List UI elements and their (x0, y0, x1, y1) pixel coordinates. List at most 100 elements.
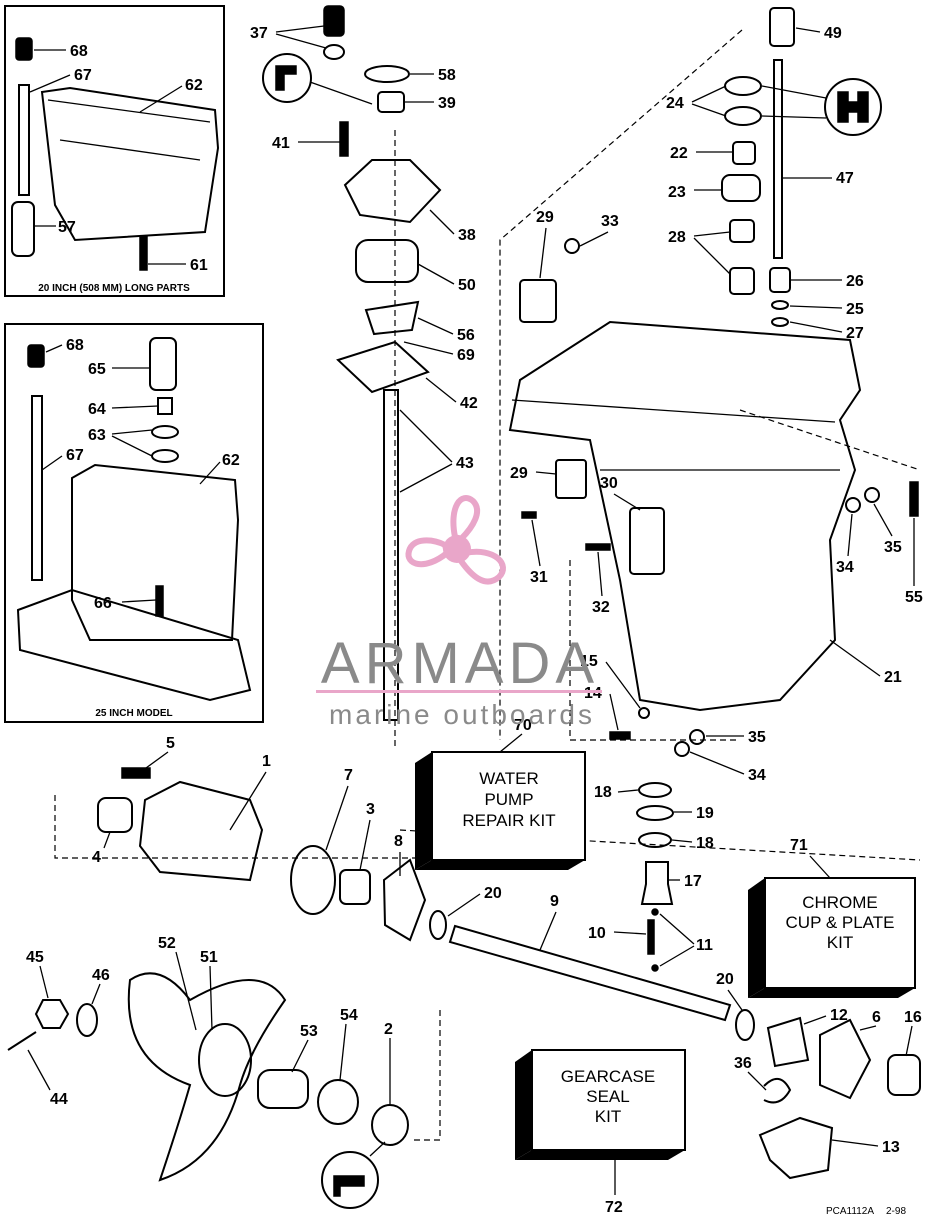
screw-5-icon (121, 767, 151, 779)
callout-39: 39 (438, 95, 456, 112)
inset-long-parts-frame (4, 5, 225, 297)
callout-36: 36 (734, 1055, 752, 1072)
plate-42-icon (336, 340, 430, 394)
washer-15-icon (638, 707, 650, 719)
water-pump-assembly (262, 5, 442, 721)
sealant-symbol-icon (262, 53, 312, 103)
shift-cradle-13-icon (758, 1116, 834, 1180)
gearcase-21-icon (508, 320, 862, 712)
chrome-kit-line-2: CUP & PLATE (786, 913, 895, 932)
impeller-cup-50-icon (355, 239, 419, 283)
callout-33: 33 (601, 213, 619, 230)
washer-20b-icon (735, 1009, 755, 1041)
gearcase-kit-line-2: SEAL (586, 1087, 629, 1106)
fitting-68-icon (15, 37, 33, 61)
callout-42: 42 (460, 395, 478, 412)
anode-29b-icon (555, 459, 587, 499)
washer-27-icon (771, 317, 789, 327)
sealant-symbol-icon (321, 1151, 379, 1209)
grommet-37-icon (323, 44, 345, 60)
lower-drivetrain (97, 767, 921, 1180)
callout-61: 61 (190, 257, 208, 274)
callout-35b: 35 (748, 729, 766, 746)
callout-14: 14 (584, 685, 602, 702)
callout-51: 51 (200, 949, 218, 966)
callout-34b: 34 (748, 767, 766, 784)
watermark-tagline: marine outboards (329, 699, 595, 730)
gear-8-icon (382, 858, 427, 942)
adapter-base-icon (16, 588, 252, 702)
seal-35a-icon (864, 487, 880, 503)
callout-leaders (27, 25, 915, 1147)
washer-25-icon (771, 300, 789, 310)
water-tube-67-icon (31, 395, 43, 581)
screw-66-icon (155, 585, 164, 617)
washer-18b-icon (638, 832, 672, 848)
callout-67: 67 (74, 67, 92, 84)
connector-49-icon (769, 7, 795, 47)
logo-hub (443, 535, 471, 563)
callout-70: 70 (514, 717, 532, 734)
callout-32: 32 (592, 599, 610, 616)
callout-65: 65 (88, 361, 106, 378)
callout-55: 55 (905, 589, 923, 606)
cotter-pin-44-icon (7, 1031, 37, 1051)
chrome-kit-bottom (748, 988, 915, 998)
callout-62: 62 (185, 77, 203, 94)
callout-67: 67 (66, 447, 84, 464)
assembly-guide-lines (54, 29, 921, 1141)
prop-hub-52-icon (198, 1023, 252, 1097)
callout-25: 25 (846, 301, 864, 318)
driveshaft-43-icon (383, 389, 399, 721)
callout-68: 68 (66, 337, 84, 354)
part-callouts: 37 58 39 41 38 50 56 69 42 43 49 24 22 4… (26, 25, 923, 1156)
seal-63a-icon (151, 425, 179, 439)
drawing-code: PCA1112A (826, 1206, 874, 1217)
ball-11b-icon (651, 964, 659, 972)
callout-37: 37 (250, 25, 268, 42)
callout-46: 46 (92, 967, 110, 984)
callout-27: 27 (846, 325, 864, 342)
anode-29a-icon (519, 279, 557, 323)
callout-11: 11 (696, 937, 713, 954)
gearcase-kit-line-3: KIT (595, 1107, 621, 1126)
callout-43: 43 (456, 455, 474, 472)
gearcase-kit-line-1: GEARCASE (561, 1067, 655, 1086)
chrome-kit-face (764, 877, 916, 989)
callout-13: 13 (882, 1139, 900, 1156)
screw-55-icon (909, 481, 919, 517)
logo-blade-top (450, 495, 481, 543)
callout-57: 57 (58, 219, 76, 236)
washer-18a-icon (638, 782, 672, 798)
callout-72: 72 (605, 1199, 623, 1216)
seal-symbol-icon (824, 78, 882, 136)
impeller-56-icon (364, 300, 420, 336)
bushing-26-icon (769, 267, 791, 293)
water-pump-kit-face (431, 751, 586, 861)
inset-25-inch-frame (4, 323, 264, 723)
callout-35: 35 (884, 539, 902, 556)
trim-tab-30-icon (629, 507, 665, 575)
bearing-19-icon (636, 805, 674, 821)
retainer-36-icon (763, 1078, 792, 1104)
callout-9: 9 (550, 893, 559, 910)
callout-3: 3 (366, 801, 375, 818)
spacer-53-icon (257, 1069, 309, 1109)
fitting-68-icon (27, 344, 45, 368)
inset-long-parts-caption: 20 INCH (508 MM) LONG PARTS (38, 283, 190, 294)
callout-62: 62 (222, 452, 240, 469)
screw-61-icon (139, 235, 148, 271)
watermark-brand: ARMADA (321, 631, 599, 696)
callout-1: 1 (262, 753, 271, 770)
fitting-37-icon (323, 5, 345, 37)
clutch-dog-12-icon (766, 1016, 810, 1068)
callout-20: 20 (484, 885, 502, 902)
water-pump-kit: WATER PUMP REPAIR KIT 70 (415, 717, 586, 870)
pinion-17-icon (640, 861, 674, 905)
water-pump-kit-line-1: WATER (479, 769, 539, 788)
callout-4: 4 (92, 849, 101, 866)
seal-35b-icon (689, 729, 705, 745)
callout-24: 24 (666, 95, 684, 112)
callout-30: 30 (600, 475, 618, 492)
